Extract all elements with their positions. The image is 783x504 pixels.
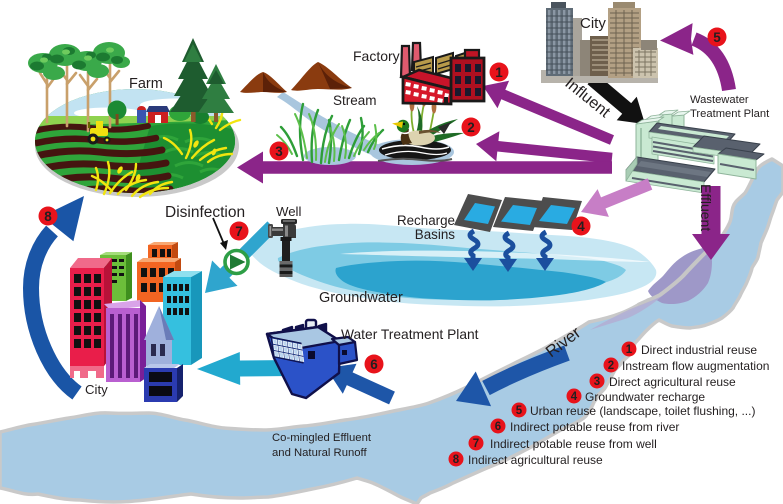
svg-text:Recharge: Recharge: [397, 213, 455, 228]
svg-text:7: 7: [235, 224, 243, 239]
svg-text:4: 4: [577, 219, 585, 234]
svg-text:2: 2: [467, 120, 475, 135]
svg-text:Factory: Factory: [353, 48, 400, 64]
svg-text:Effluent: Effluent: [698, 184, 714, 231]
svg-text:Groundwater recharge: Groundwater recharge: [585, 390, 705, 404]
svg-text:Well: Well: [276, 204, 301, 219]
svg-text:5: 5: [713, 30, 721, 45]
svg-text:6: 6: [495, 421, 501, 433]
svg-text:1: 1: [626, 344, 633, 356]
svg-text:6: 6: [370, 357, 378, 372]
svg-text:City: City: [85, 382, 108, 397]
svg-text:Water Treatment Plant: Water Treatment Plant: [341, 327, 479, 342]
svg-text:Direct agricultural reuse: Direct agricultural reuse: [609, 375, 736, 389]
svg-text:and Natural Runoff: and Natural Runoff: [272, 447, 367, 459]
svg-text:Wastewater: Wastewater: [690, 94, 749, 106]
svg-text:3: 3: [594, 376, 600, 388]
svg-text:Treatment Plant: Treatment Plant: [690, 108, 770, 120]
svg-text:7: 7: [473, 438, 479, 450]
svg-text:Disinfection: Disinfection: [165, 204, 245, 221]
svg-text:Indirect potable reuse from ri: Indirect potable reuse from river: [510, 420, 679, 434]
svg-text:Indirect potable reuse from we: Indirect potable reuse from well: [490, 437, 657, 451]
svg-text:2: 2: [608, 360, 614, 372]
svg-text:Co-mingled Effluent: Co-mingled Effluent: [272, 432, 372, 444]
svg-text:Stream: Stream: [333, 93, 377, 108]
svg-text:Groundwater: Groundwater: [319, 290, 403, 306]
svg-text:3: 3: [275, 144, 283, 159]
svg-text:1: 1: [495, 65, 503, 80]
svg-text:Farm: Farm: [129, 76, 163, 92]
svg-text:Instream flow augmentation: Instream flow augmentation: [622, 359, 769, 373]
svg-text:4: 4: [571, 391, 578, 403]
svg-text:5: 5: [516, 405, 523, 417]
svg-text:8: 8: [453, 454, 460, 466]
svg-text:Basins: Basins: [415, 227, 455, 242]
svg-text:Urban reuse (landscape, toilet: Urban reuse (landscape, toilet flushing,…: [530, 404, 755, 418]
svg-text:Direct industrial reuse: Direct industrial reuse: [641, 343, 757, 357]
svg-text:City: City: [580, 15, 606, 32]
svg-text:8: 8: [44, 209, 52, 224]
svg-text:Indirect agricultural reuse: Indirect agricultural reuse: [468, 453, 603, 467]
